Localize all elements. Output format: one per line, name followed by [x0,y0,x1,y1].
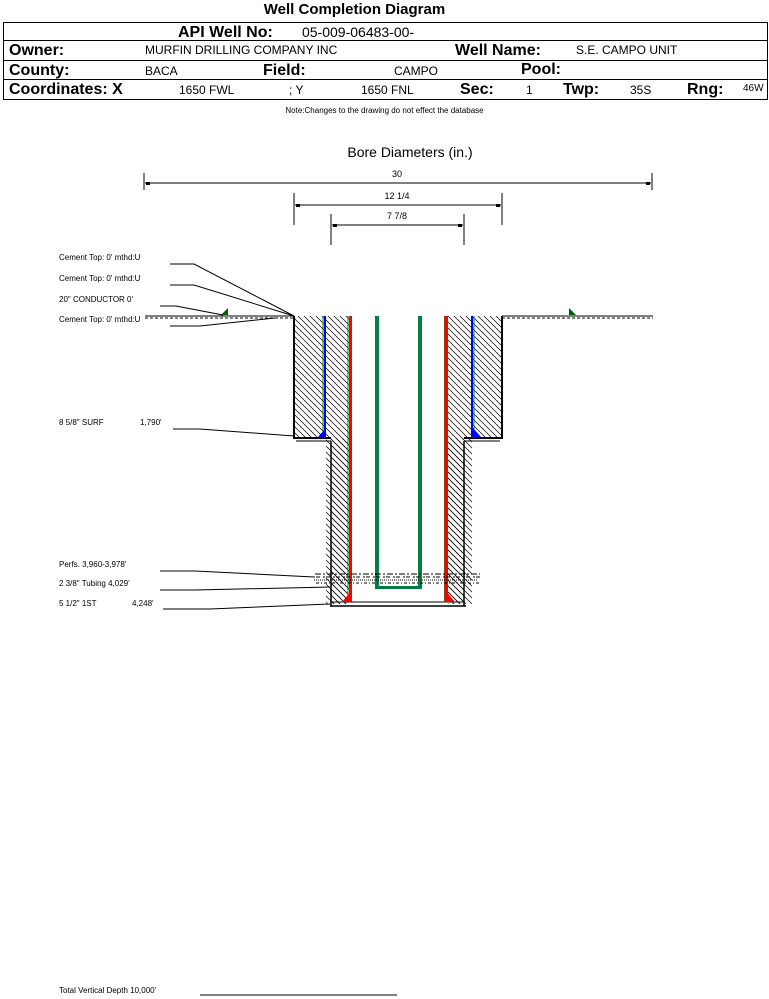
coordinates-x-value: 1650 FWL [179,83,235,97]
dimension-30: 30 [143,169,653,190]
production-hole-cement [326,316,472,607]
dimension-label-7-7-8: 7 7/8 [387,211,407,221]
perforations [313,573,481,584]
county-row: County: BACA Field: CAMPO Pool: [4,61,767,80]
county-label: County: [9,62,70,79]
surface-casing-shoe-left [318,428,326,437]
surface-casing-shoe-right [473,428,481,437]
dimension-12-1-4: 12 1/4 [293,191,503,225]
owner-label: Owner: [9,42,65,59]
coordinates-y-value: 1650 FNL [361,83,414,97]
perfs-label: Perfs. 3,960-3,978' [59,560,127,569]
coordinates-row: Coordinates: X 1650 FWL ; Y 1650 FNL Sec… [4,80,767,100]
field-label: Field: [263,62,306,79]
rng-label: Rng: [687,81,724,98]
county-value: BACA [145,64,178,78]
dimension-label-30: 30 [392,169,402,179]
well-name-label: Well Name: [455,42,541,59]
production-casing [342,316,455,602]
bore-diameters-title: Bore Diameters (in.) [347,144,472,160]
coordinates-y-label: ; Y [289,83,304,97]
total-vertical-depth-label: Total Vertical Depth 10,000' [59,986,157,995]
surface-casing-label: 8 5/8" SURF [59,418,104,427]
api-label: API Well No: [178,24,273,41]
well-header-table: API Well No: 05-009-06483-00- Owner: MUR… [3,22,768,100]
tubing-label: 2 3/8" Tubing 4,029' [59,579,130,588]
surface-casing-depth: 1,790' [140,418,162,427]
well-name-value: S.E. CAMPO UNIT [576,43,678,57]
field-value: CAMPO [394,64,439,78]
production-casing-shoe-right [445,590,455,602]
owner-row: Owner: MURFIN DRILLING COMPANY INC Well … [4,41,767,61]
database-note: Note:Changes to the drawing do not effec… [285,106,484,115]
cement-top-label-2: Cement Top: 0' mthd:U [59,274,141,283]
sec-value: 1 [526,83,533,97]
api-row: API Well No: 05-009-06483-00- [4,23,767,41]
conductor-label: 20" CONDUCTOR 0' [59,295,133,304]
cement-top-label-3: Cement Top: 0' mthd:U [59,315,141,324]
api-value: 05-009-06483-00- [302,24,415,40]
cement-top-label-1: Cement Top: 0' mthd:U [59,253,141,262]
surface-casing [318,316,481,438]
dimension-7-7-8: 7 7/8 [330,211,465,245]
rng-value: 46W [743,83,764,94]
sec-label: Sec: [460,81,494,98]
callouts: Cement Top: 0' mthd:U Cement Top: 0' mth… [59,253,397,996]
twp-label: Twp: [563,81,600,98]
twp-value: 35S [630,83,652,97]
conductor-marker-right [569,308,576,315]
first-string-label: 5 1/2" 1ST [59,599,97,608]
coordinates-label: Coordinates: X [9,81,123,98]
first-string-depth: 4,248' [132,599,154,608]
dimension-label-12-1-4: 12 1/4 [384,191,409,201]
conductor-marker-left [221,308,228,315]
surface-hole [293,316,503,442]
pool-label: Pool: [521,61,561,78]
owner-value: MURFIN DRILLING COMPANY INC [145,43,338,57]
page-title: Well Completion Diagram [263,1,446,18]
production-casing-shoe-left [342,590,352,602]
ground-surface [145,308,653,319]
tubing [375,316,422,589]
